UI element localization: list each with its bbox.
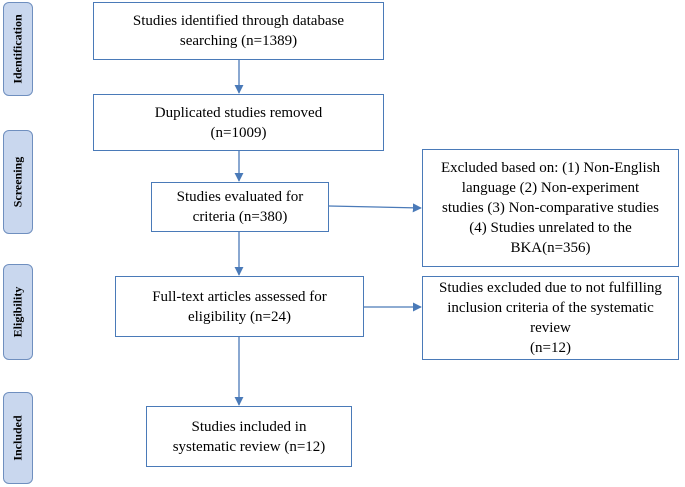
phase-eligibility: Eligibility [3, 264, 33, 360]
box-evaluated: Studies evaluated for criteria (n=380) [151, 182, 329, 232]
box-duplicates-removed: Duplicated studies removed (n=1009) [93, 94, 384, 151]
box-identified: Studies identified through database sear… [93, 2, 384, 60]
box-full-text: Full-text articles assessed for eligibil… [115, 276, 364, 337]
box-excluded-eligibility: Studies excluded due to not fulfilling i… [422, 276, 679, 360]
box-excluded-screening: Excluded based on: (1) Non-English langu… [422, 149, 679, 267]
phase-identification: Identification [3, 2, 33, 96]
box-included: Studies included in systematic review (n… [146, 406, 352, 467]
phase-screening: Screening [3, 130, 33, 234]
phase-included: Included [3, 392, 33, 484]
arrow-evaluated-to-excluded [328, 203, 422, 213]
